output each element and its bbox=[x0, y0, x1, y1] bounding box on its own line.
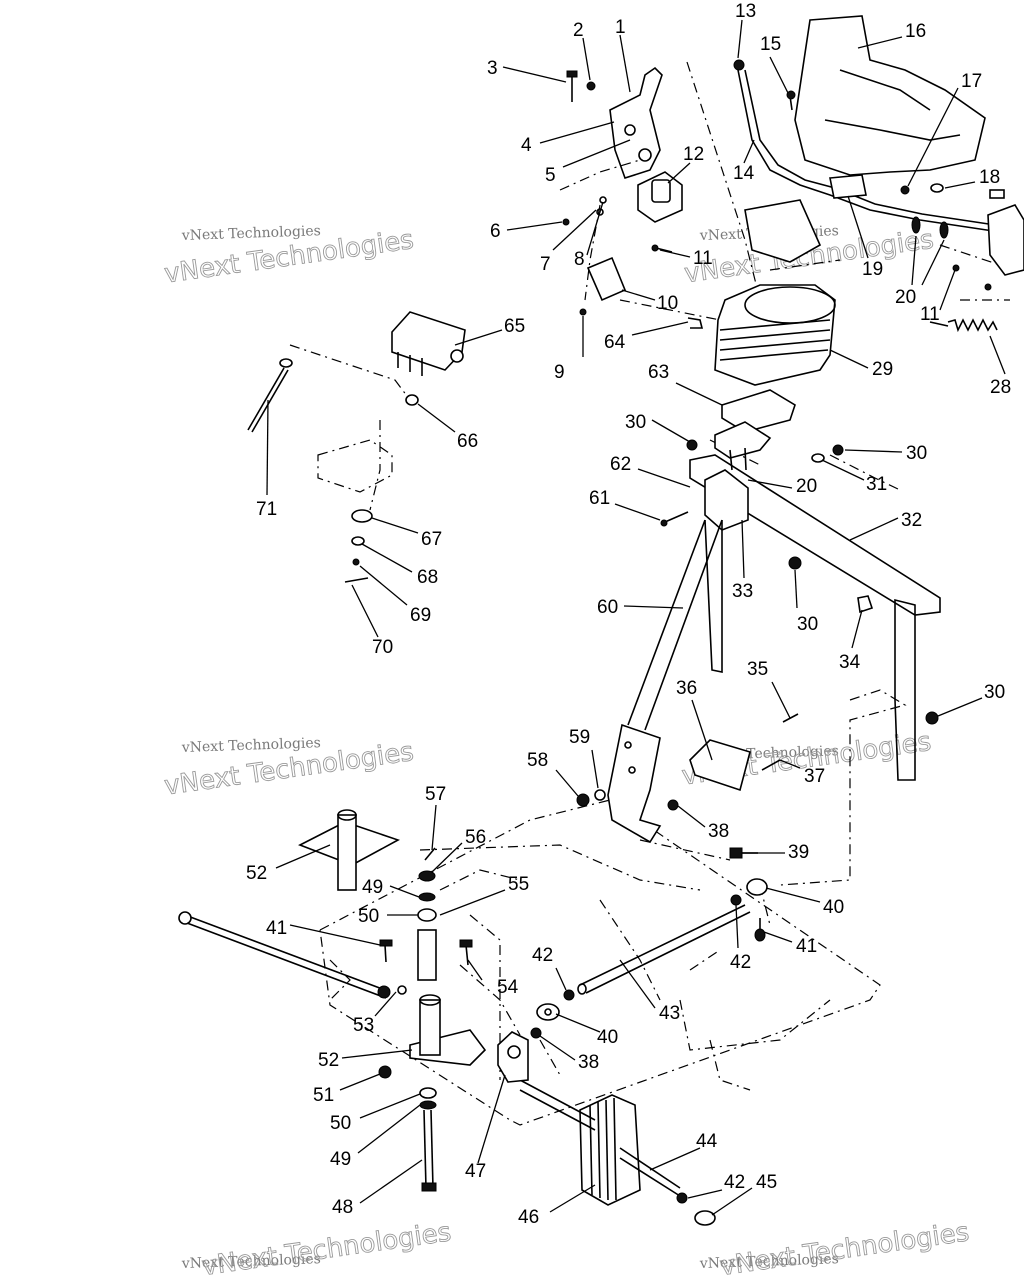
callout-16: 16 bbox=[905, 21, 926, 42]
watermark-layer: vNext Technologies vNext Technologies vN… bbox=[162, 223, 972, 1280]
callout-48: 48 bbox=[332, 1197, 353, 1218]
callout-38a: 38 bbox=[708, 821, 729, 842]
callout-53: 53 bbox=[353, 1015, 374, 1036]
callout-35: 35 bbox=[747, 659, 768, 680]
callout-32: 32 bbox=[901, 510, 922, 531]
callout-65: 65 bbox=[504, 316, 525, 337]
callout-51: 51 bbox=[313, 1085, 334, 1106]
callout-20: 20 bbox=[895, 287, 916, 308]
callout-55: 55 bbox=[508, 874, 529, 895]
callout-63: 63 bbox=[648, 362, 669, 383]
watermark-3: vNext Technologies vNext Technologies bbox=[162, 735, 416, 802]
callout-31: 31 bbox=[866, 474, 887, 495]
watermark-big-text: vNext Technologies bbox=[200, 1217, 453, 1280]
callout-10: 10 bbox=[657, 293, 678, 314]
callout-30a: 30 bbox=[625, 412, 646, 433]
callout-42b: 42 bbox=[532, 945, 553, 966]
callout-43: 43 bbox=[659, 1003, 680, 1024]
callout-41a: 41 bbox=[796, 936, 817, 957]
watermark-small-text: vNext Technologies bbox=[699, 1251, 840, 1272]
callout-30c: 30 bbox=[797, 614, 818, 635]
callout-2: 2 bbox=[573, 20, 584, 41]
watermark-6: vNext Technologies vNext Technologies bbox=[699, 1217, 972, 1280]
callout-57: 57 bbox=[425, 784, 446, 805]
callout-6: 6 bbox=[490, 221, 501, 242]
callout-19: 19 bbox=[862, 259, 883, 280]
callout-42a: 42 bbox=[730, 952, 751, 973]
callout-37: 37 bbox=[804, 766, 825, 787]
callout-numbers: 1 2 3 4 5 6 7 8 9 10 11 12 13 14 15 16 1… bbox=[246, 1, 1011, 1228]
callout-11b: 11 bbox=[920, 304, 940, 325]
callout-4: 4 bbox=[521, 135, 532, 156]
watermark-5: vNext Technologies vNext Technologies bbox=[181, 1217, 454, 1280]
callout-58: 58 bbox=[527, 750, 548, 771]
watermark-small-text: vNext Technologies bbox=[181, 735, 322, 756]
callout-49a: 49 bbox=[330, 1149, 351, 1170]
callout-45: 45 bbox=[756, 1172, 777, 1193]
callout-41b: 41 bbox=[266, 918, 287, 939]
callout-15: 15 bbox=[760, 34, 781, 55]
callout-49b: 49 bbox=[362, 877, 383, 898]
callout-30d: 30 bbox=[984, 682, 1005, 703]
callout-8: 8 bbox=[574, 249, 585, 270]
callout-60: 60 bbox=[597, 597, 618, 618]
callout-39: 39 bbox=[788, 842, 809, 863]
callout-64: 64 bbox=[604, 332, 626, 353]
callout-67: 67 bbox=[421, 529, 442, 550]
callout-52b: 52 bbox=[246, 863, 267, 884]
callout-30b: 30 bbox=[906, 443, 927, 464]
callout-29: 29 bbox=[872, 359, 893, 380]
callout-56: 56 bbox=[465, 827, 486, 848]
callout-3: 3 bbox=[487, 58, 498, 79]
callout-12: 12 bbox=[683, 144, 704, 165]
callout-34: 34 bbox=[839, 652, 861, 673]
callout-50a: 50 bbox=[330, 1113, 351, 1134]
assembly-guide-lines bbox=[289, 61, 1010, 1126]
callout-20b: 20 bbox=[796, 476, 817, 497]
callout-42c: 42 bbox=[724, 1172, 745, 1193]
callout-5: 5 bbox=[545, 165, 556, 186]
callout-33: 33 bbox=[732, 581, 753, 602]
callout-40b: 40 bbox=[597, 1027, 618, 1048]
part-outlines bbox=[178, 15, 1024, 1226]
watermark-small-text: vNext Technologies bbox=[181, 1251, 322, 1272]
callout-66: 66 bbox=[457, 431, 478, 452]
callout-1: 1 bbox=[615, 17, 626, 38]
callout-28: 28 bbox=[990, 377, 1011, 398]
callout-52a: 52 bbox=[318, 1050, 339, 1071]
watermark-1: vNext Technologies vNext Technologies bbox=[162, 223, 416, 290]
callout-59: 59 bbox=[569, 727, 590, 748]
callout-40a: 40 bbox=[823, 897, 844, 918]
callout-7: 7 bbox=[540, 254, 551, 275]
callout-54: 54 bbox=[497, 977, 519, 998]
callout-46: 46 bbox=[518, 1207, 539, 1228]
callout-13: 13 bbox=[735, 1, 756, 22]
callout-71: 71 bbox=[256, 499, 277, 520]
watermark-big-text: vNext Technologies bbox=[718, 1217, 971, 1280]
callout-68: 68 bbox=[417, 567, 438, 588]
callout-leaders bbox=[266, 19, 1006, 1216]
callout-44: 44 bbox=[696, 1131, 718, 1152]
callout-69: 69 bbox=[410, 605, 431, 626]
callout-9: 9 bbox=[554, 362, 565, 383]
callout-47: 47 bbox=[465, 1161, 486, 1182]
callout-62: 62 bbox=[610, 454, 631, 475]
callout-11: 11 bbox=[693, 248, 713, 269]
callout-70: 70 bbox=[372, 637, 393, 658]
callout-18: 18 bbox=[979, 167, 1000, 188]
callout-36: 36 bbox=[676, 678, 697, 699]
callout-38b: 38 bbox=[578, 1052, 599, 1073]
callout-17: 17 bbox=[961, 71, 982, 92]
callout-14: 14 bbox=[733, 163, 755, 184]
callout-50b: 50 bbox=[358, 906, 379, 927]
watermark-small-text: vNext Technologies bbox=[181, 223, 322, 244]
callout-61: 61 bbox=[589, 488, 610, 509]
